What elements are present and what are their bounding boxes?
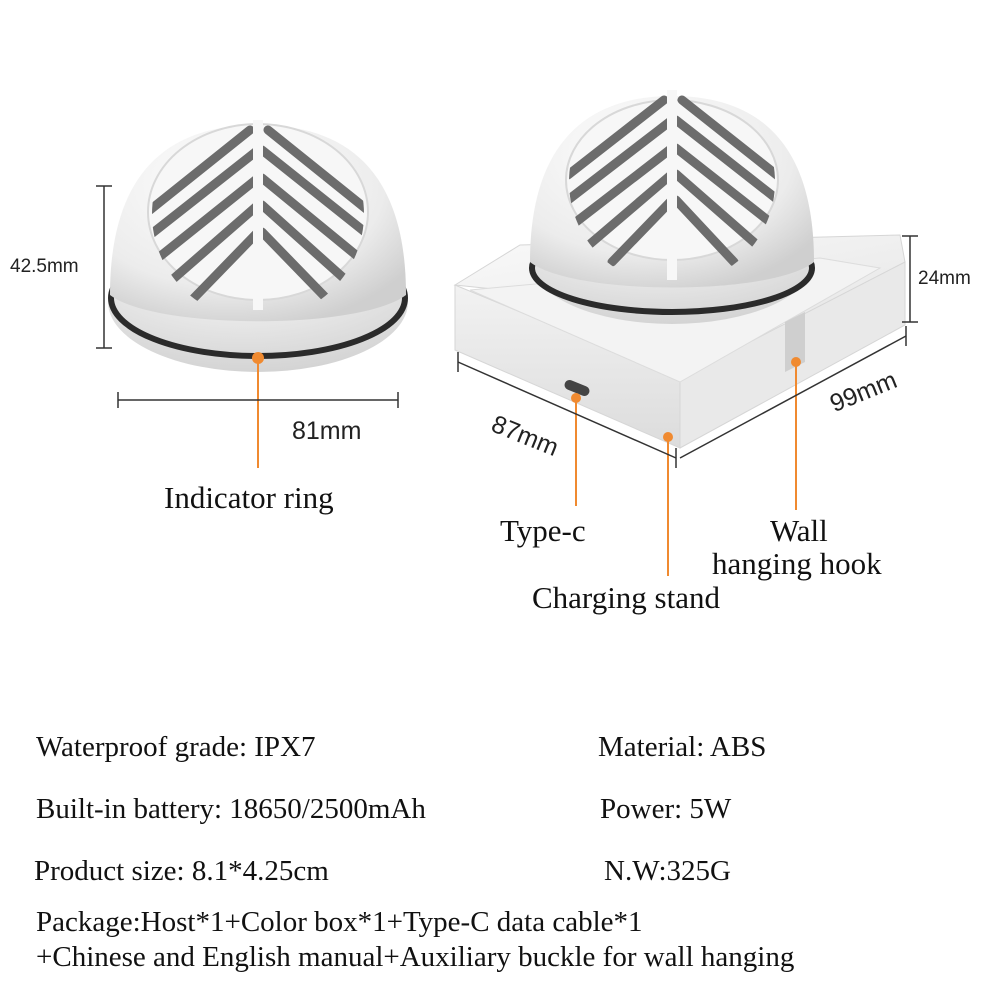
vent-grille — [152, 120, 364, 310]
hook-slot — [785, 312, 805, 372]
product-illustration: 42.5mm 81mm 24mm 87mm 99mm Indicator rin… — [10, 90, 971, 615]
wall-hook-label-line2: hanging hook — [712, 546, 882, 581]
charging-stand-label: Charging stand — [532, 580, 720, 615]
indicator-dot — [252, 352, 264, 364]
host-device — [108, 120, 408, 468]
width-label-left: 81mm — [292, 417, 362, 445]
dimension-lines-left — [96, 185, 399, 408]
type-c-label: Type-c — [500, 513, 586, 548]
host-on-stand — [529, 90, 815, 324]
product-diagram — [96, 90, 918, 576]
spec-package-line1: Package:Host*1+Color box*1+Type-C data c… — [36, 906, 643, 938]
spec-package-line2: +Chinese and English manual+Auxiliary bu… — [36, 941, 795, 973]
spec-power: Power: 5W — [600, 793, 732, 825]
spec-size: Product size: 8.1*4.25cm — [34, 855, 329, 887]
height-label-right: 24mm — [918, 268, 971, 289]
wall-hook-label-line1: Wall — [770, 513, 828, 548]
spec-battery: Built-in battery: 18650/2500mAh — [36, 793, 426, 825]
indicator-ring-label: Indicator ring — [164, 480, 334, 515]
type-c-port — [564, 380, 590, 396]
spec-material: Material: ABS — [598, 731, 767, 763]
spec-waterproof: Waterproof grade: IPX7 — [36, 731, 316, 763]
dimension-lines-right — [457, 235, 918, 468]
callout-leaders-right — [571, 357, 801, 576]
spec-weight: N.W:325G — [604, 855, 731, 887]
height-label-left: 42.5mm — [10, 256, 79, 277]
